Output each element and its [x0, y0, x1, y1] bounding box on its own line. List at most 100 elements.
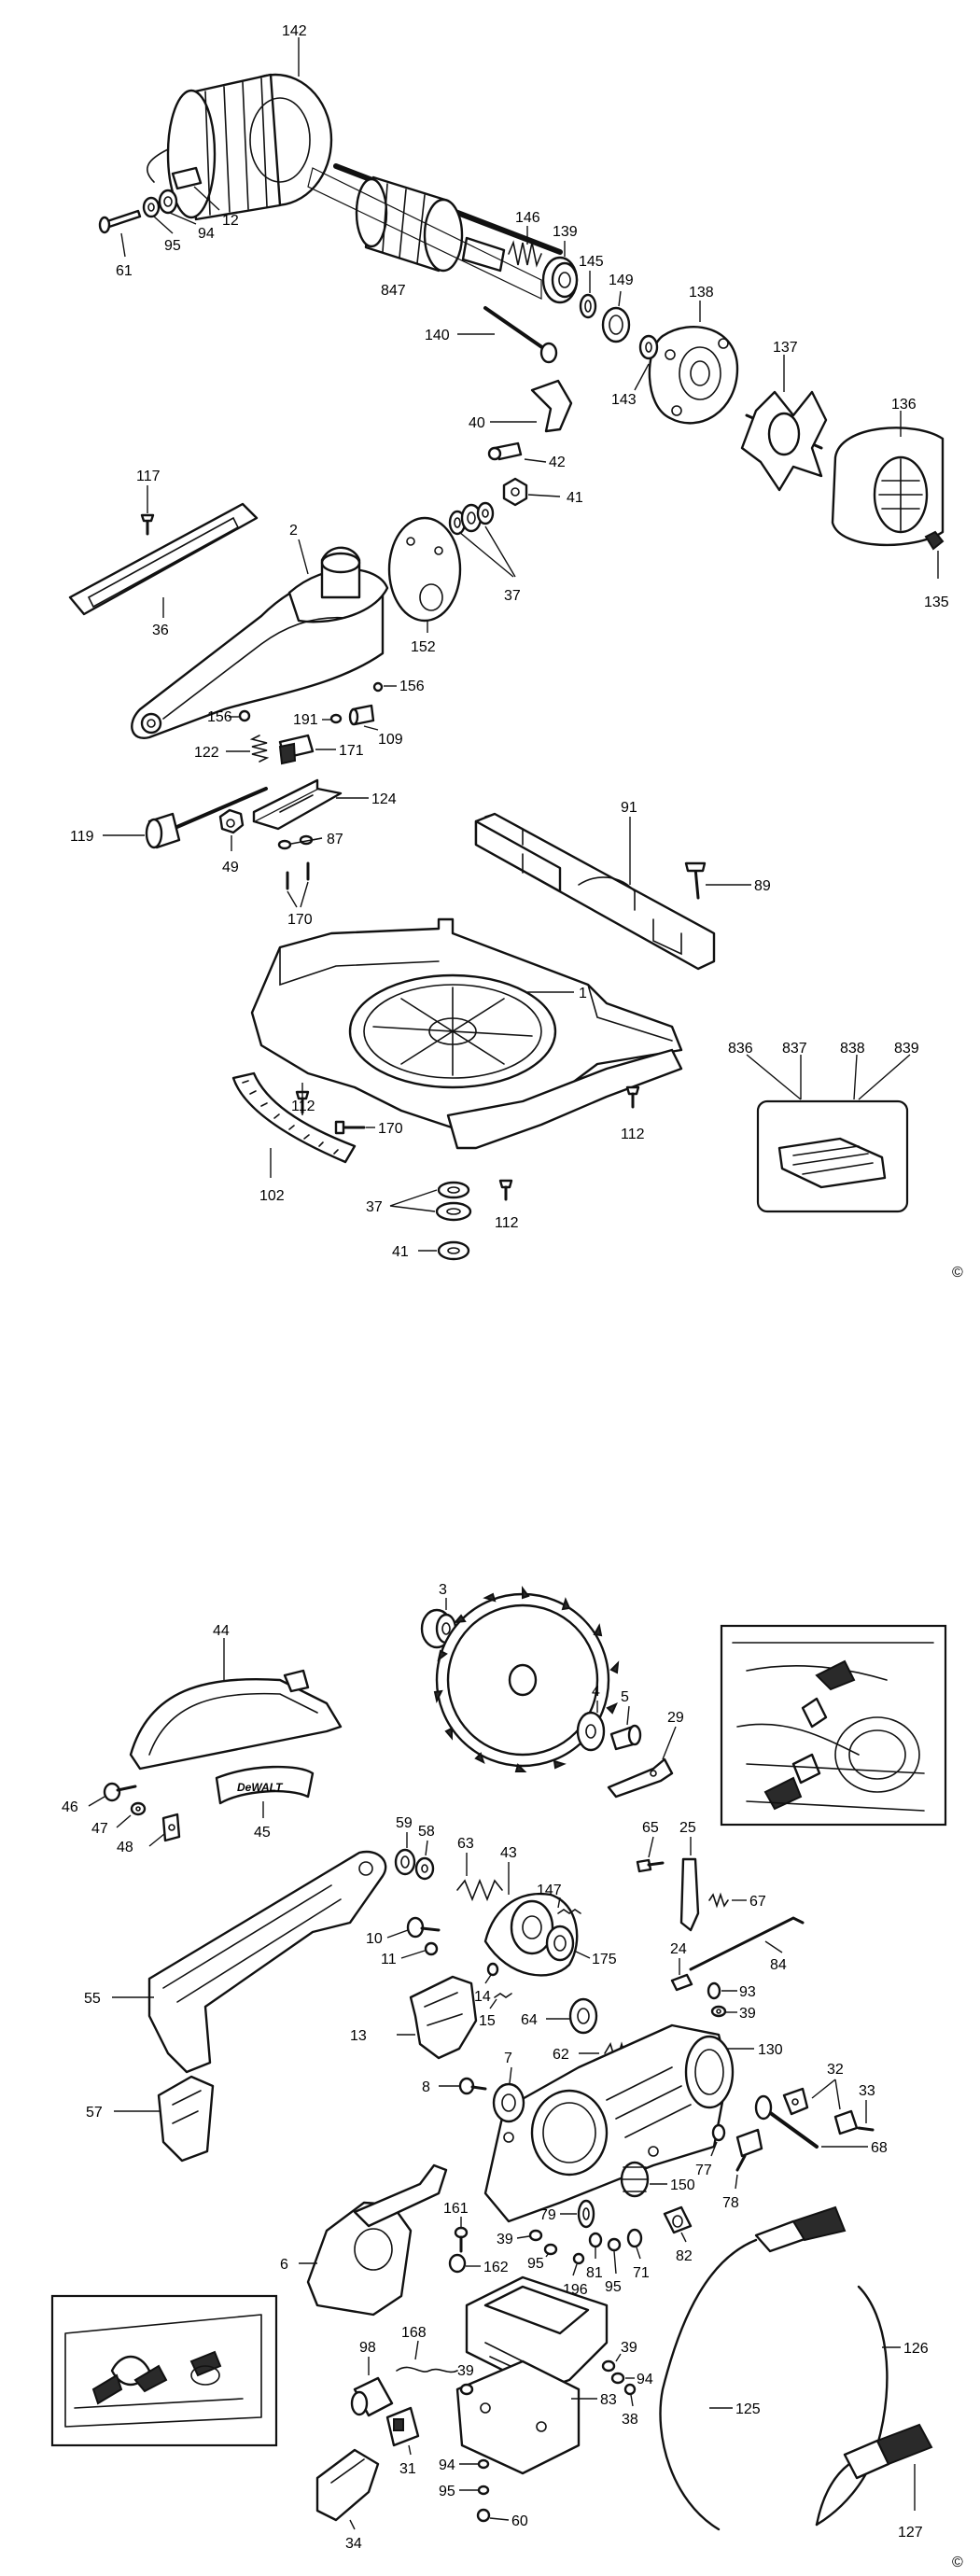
inset-frame-lower-left [50, 2294, 278, 2447]
screw-part-60 [476, 2508, 491, 2523]
label-94c: 94 [439, 2457, 455, 2473]
part-81 [588, 2232, 603, 2248]
washer-part-95d [477, 2485, 490, 2496]
saw-blade-part [433, 1586, 620, 1772]
label-145: 145 [579, 254, 604, 270]
pin-part-156b [238, 709, 251, 722]
label-37b: 37 [366, 1199, 383, 1215]
label-130: 130 [758, 2042, 783, 2058]
cover-part-34 [315, 2448, 380, 2522]
label-55: 55 [84, 1991, 101, 2007]
label-122: 122 [194, 745, 219, 761]
label-138: 138 [689, 285, 714, 301]
capacitor-part-98 [350, 2376, 394, 2417]
label-119: 119 [70, 829, 94, 845]
nut-part-48 [161, 1813, 181, 1842]
knob-part-78 [735, 2128, 763, 2172]
fan-cover-part-136 [831, 427, 945, 547]
inset-frame-top [756, 1099, 909, 1213]
washer-part-95c [607, 2237, 622, 2252]
part-15 [494, 1993, 512, 1998]
label-112a: 112 [291, 1099, 315, 1114]
logo-label-part-45: DeWALT [215, 1765, 315, 1805]
label-59: 59 [396, 1815, 413, 1831]
label-175: 175 [592, 1952, 617, 1967]
bolt-part-68 [754, 2094, 819, 2149]
gear-part-150 [620, 2161, 650, 2198]
label-29: 29 [667, 1710, 684, 1726]
label-139: 139 [553, 224, 578, 240]
label-95d: 95 [439, 2484, 455, 2499]
base-plate-part-83 [455, 2275, 609, 2475]
label-31: 31 [399, 2461, 416, 2477]
screw-part-170a [286, 861, 310, 890]
label-161: 161 [443, 2201, 469, 2217]
label-98: 98 [359, 2340, 376, 2356]
label-36: 36 [152, 623, 169, 638]
label-149: 149 [609, 273, 634, 288]
washer-part-39d [459, 2383, 474, 2396]
washer-part-143 [638, 334, 659, 360]
bearing-part-149 [601, 306, 631, 343]
part-79 [577, 2199, 595, 2229]
bearing-part-7 [492, 2082, 525, 2123]
label-82: 82 [676, 2248, 693, 2264]
scale-part-102 [231, 1071, 357, 1164]
label-839: 839 [894, 1041, 919, 1057]
bearing-part-139 [541, 256, 579, 304]
label-39c-left: 39 [457, 2363, 474, 2379]
bearing-part-64 [568, 1997, 598, 2035]
nut-part-41b [437, 1240, 470, 1261]
label-170b: 170 [378, 1121, 403, 1137]
part-33 [833, 2109, 875, 2135]
washer-part-95b [543, 2243, 558, 2256]
label-67: 67 [749, 1894, 766, 1910]
screw-part-117 [140, 513, 155, 536]
spring-part-146 [508, 240, 542, 268]
wiring-part-168 [396, 2366, 458, 2373]
main-housing-part-130 [483, 2023, 735, 2223]
motor-field-part-142 [147, 73, 333, 221]
label-25: 25 [679, 1820, 696, 1836]
label-140: 140 [425, 328, 450, 343]
label-37a: 37 [504, 588, 521, 604]
label-39a: 39 [739, 2006, 756, 2022]
screw-part-10 [406, 1916, 441, 1939]
screw-part-161 [454, 2226, 469, 2253]
base-part-1 [250, 917, 683, 1150]
label-58: 58 [418, 1824, 435, 1840]
brand-logo: DeWALT [237, 1781, 284, 1794]
bolt-part-89 [684, 861, 707, 900]
ring-part-145 [579, 293, 597, 319]
label-63: 63 [457, 1836, 474, 1852]
spring-part-147 [557, 1909, 581, 1914]
label-48: 48 [117, 1840, 133, 1855]
screw-part-65 [636, 1858, 665, 1873]
label-112b: 112 [621, 1127, 645, 1142]
part-162 [448, 2253, 467, 2274]
label-847: 847 [381, 283, 406, 299]
label-5: 5 [621, 1689, 629, 1705]
label-109: 109 [378, 732, 403, 748]
label-95a: 95 [164, 238, 181, 254]
washer-part-94c [477, 2458, 490, 2470]
label-77: 77 [695, 2163, 712, 2178]
label-61: 61 [116, 263, 133, 279]
washer-part-39c [601, 2359, 616, 2373]
link-part-25 [679, 1857, 700, 1932]
fence-part-91 [474, 812, 716, 971]
label-40: 40 [469, 415, 485, 431]
label-127: 127 [898, 2525, 923, 2541]
upper-arm-part-2 [131, 546, 389, 739]
label-112c: 112 [495, 1215, 519, 1231]
label-41a: 41 [567, 490, 583, 506]
label-170a: 170 [287, 912, 313, 928]
label-62: 62 [553, 2047, 569, 2063]
washer-part-58 [414, 1856, 435, 1881]
copyright-mark-top: © [952, 1265, 963, 1281]
label-89: 89 [754, 878, 771, 894]
handle-cover-part-6 [306, 2163, 448, 2317]
label-162: 162 [483, 2260, 509, 2275]
spring-part-122 [249, 735, 270, 763]
